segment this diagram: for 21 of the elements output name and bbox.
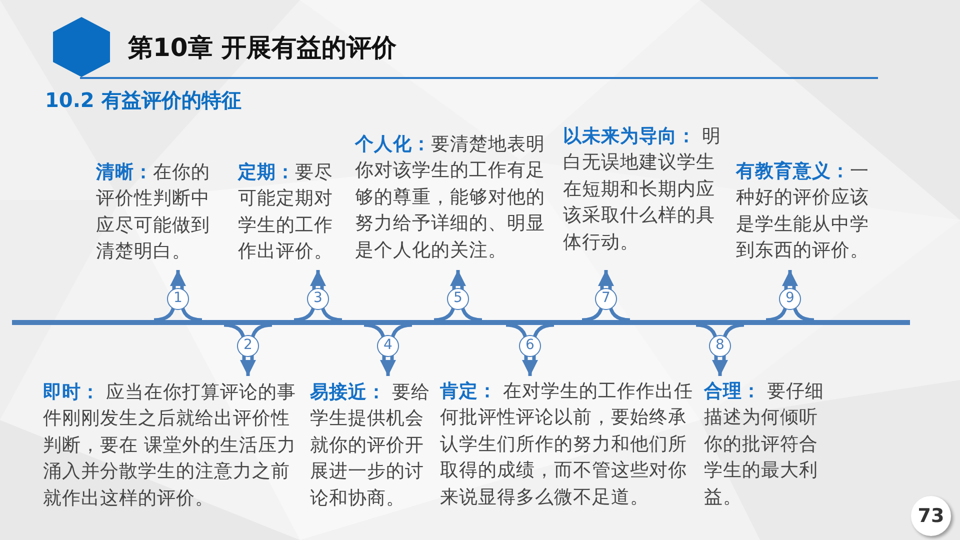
description-text: 清晰：在你的评价性判断中应尽可能做到清楚明白。: [96, 160, 212, 266]
section-heading: 10.2 有益评价的特征: [45, 87, 242, 114]
description-text: 有教育意义：一种好的评价应该是学生能从中学到东西的评价。: [736, 159, 870, 265]
description-text: 易接近： 要给学生提供机会就你的评价开展进一步的讨论和协商。: [310, 380, 434, 512]
branch-arrow: [222, 323, 274, 378]
slide-title: 第10章 开展有益的评价: [128, 32, 396, 64]
branch-arrow: [362, 323, 414, 378]
description-text: 肯定： 在对学生的工作作出任何批评性评论以前，要始终承认学生们所作的努力和他们所取得的成绩，而不管这些对你来说显得多么微不足道。: [440, 379, 696, 512]
description-text: 以未来为导向： 明白无误地建议学生在短期和长期内应该采取什么样的具体行动。: [563, 124, 721, 256]
branch-arrow: [694, 323, 746, 378]
description-text: 个人化：要清楚地表明你对该学生的工作有足够的尊重，能够对他的努力给予详细的、明显是个人化的关注。: [355, 132, 547, 264]
timeline-bar: [12, 320, 910, 325]
branch-arrow: [504, 323, 556, 378]
branch-arrow: [152, 268, 204, 322]
branch-arrow: [764, 268, 816, 322]
branch-arrow: [432, 268, 484, 322]
branch-arrow: [580, 268, 632, 322]
branch-arrow: [292, 268, 344, 322]
description-text: 即时： 应当在你打算评论的事件刚刚发生之后就给出评价性判断，要在 课堂外的生活压力涌入并分散学生的注意力之前就作出这样的评价。: [43, 380, 299, 512]
description-text: 定期：要尽可能定期对学生的工作作出评价。: [238, 160, 335, 266]
description-text: 合理： 要仔细描述为何倾听你的批评符合学生的最大利益。: [704, 379, 828, 512]
